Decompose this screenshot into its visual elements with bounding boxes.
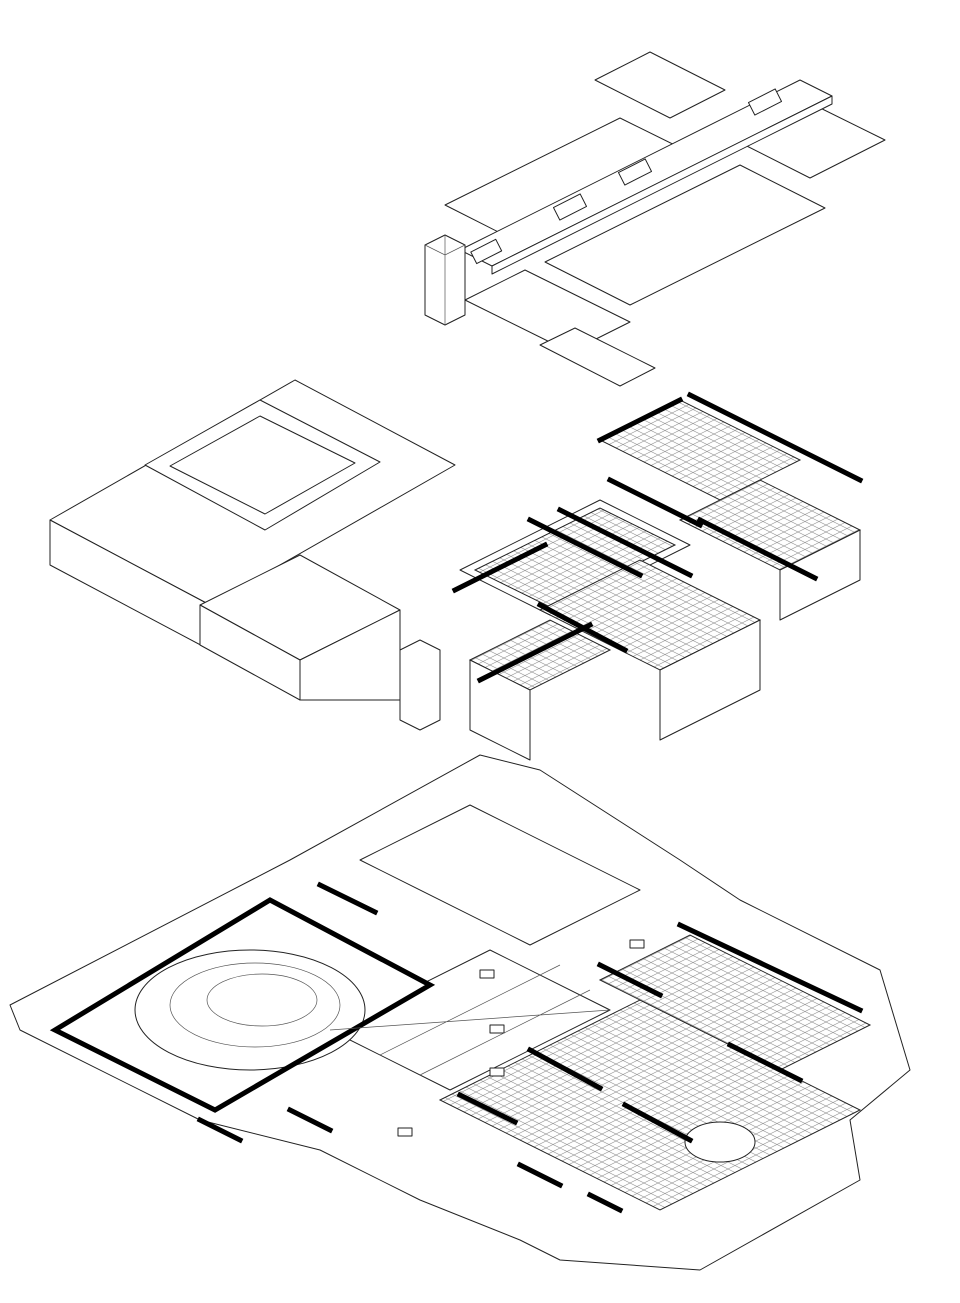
theater-walls bbox=[49, 897, 436, 1113]
courtyard-lines bbox=[329, 964, 611, 1076]
skylight-opening bbox=[629, 939, 645, 949]
auditorium-seating bbox=[134, 949, 366, 1071]
skylight-opening bbox=[489, 1067, 505, 1077]
roof-panel-top bbox=[594, 51, 726, 119]
lobby-floor bbox=[438, 999, 862, 1211]
skylight bbox=[470, 238, 503, 265]
roof-panel-lower-left bbox=[464, 269, 631, 353]
roof-level bbox=[424, 51, 886, 387]
skylight bbox=[747, 88, 783, 116]
seating-rows bbox=[169, 962, 341, 1048]
skylights bbox=[470, 88, 783, 265]
ground-wall-sections bbox=[196, 881, 864, 1214]
classroom-floor-ground bbox=[598, 934, 872, 1071]
upper-courtyard bbox=[359, 804, 641, 946]
upper-level bbox=[49, 379, 864, 761]
tiled-floor-a bbox=[473, 507, 677, 608]
skylight-opening bbox=[489, 1024, 505, 1034]
entry-tower bbox=[399, 639, 441, 731]
ground-level bbox=[9, 754, 911, 1271]
classroom-front-a bbox=[469, 659, 531, 761]
fly-tower-inner bbox=[169, 415, 356, 515]
round-feature bbox=[684, 1121, 756, 1163]
skylight bbox=[552, 193, 588, 221]
roof-spine-side bbox=[491, 95, 833, 275]
roof-panel-bottom bbox=[539, 327, 656, 387]
skylight bbox=[617, 158, 653, 186]
seating-rows-inner bbox=[206, 973, 318, 1027]
classroom-front-c bbox=[779, 529, 861, 621]
classroom-front-b bbox=[659, 619, 761, 741]
skylight-opening bbox=[479, 969, 495, 979]
tower-edges bbox=[424, 235, 466, 325]
wall-sections bbox=[451, 391, 864, 684]
roof-panel-large bbox=[544, 164, 826, 306]
skylight-opening bbox=[397, 1127, 413, 1137]
